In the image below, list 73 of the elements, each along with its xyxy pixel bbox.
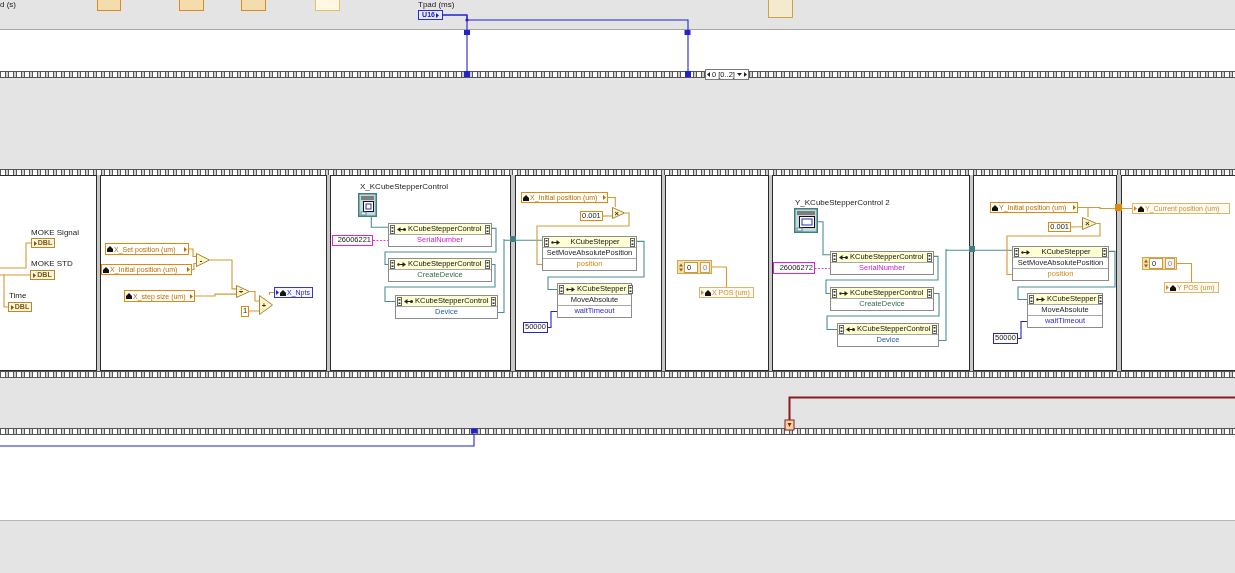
wire — [209, 259, 237, 290]
wire — [249, 290, 260, 302]
property-node — [395, 295, 498, 319]
terminal-label: Time — [9, 291, 27, 300]
wire — [0, 242, 32, 269]
terminal-label: Tpad (ms) — [418, 0, 455, 9]
local-variable — [521, 192, 608, 203]
array-constant — [1142, 257, 1178, 270]
property-node — [837, 323, 939, 347]
local-variable — [124, 290, 195, 302]
local-variable — [1132, 203, 1230, 214]
wire — [602, 215, 613, 217]
terminal-label: MOKE Signal — [31, 228, 80, 237]
wire — [826, 292, 940, 331]
terminal-block — [97, 0, 121, 11]
local-variable — [274, 287, 313, 298]
wire — [496, 238, 544, 314]
wire — [814, 267, 832, 270]
property-node — [388, 223, 492, 247]
local-variable — [105, 243, 189, 255]
terminal-label: MOKE STD — [31, 259, 73, 268]
wire — [547, 310, 559, 329]
wire — [547, 240, 645, 291]
wire — [1174, 262, 1193, 283]
wire — [0, 273, 31, 276]
wire — [1017, 320, 1029, 340]
terminal-block — [241, 0, 266, 11]
wire — [442, 14, 691, 77]
sequence-frame — [665, 175, 769, 371]
control-label: X_KCubeStepperControl — [360, 182, 449, 191]
sequence-frame — [0, 175, 97, 371]
wire — [825, 255, 939, 295]
property-node — [830, 251, 934, 275]
wire — [384, 227, 497, 266]
wire — [3, 273, 9, 308]
sequence-frame — [772, 175, 970, 371]
wire — [536, 212, 630, 266]
wire — [1070, 226, 1083, 228]
sequence-frame — [1121, 175, 1235, 371]
sequence-frame — [330, 175, 511, 371]
local-variable — [101, 264, 192, 275]
invoke-node — [388, 258, 492, 282]
wire — [1017, 250, 1116, 301]
wire — [607, 196, 616, 208]
wire — [937, 248, 1014, 342]
sequence-frame — [973, 175, 1117, 371]
terminal-block — [768, 0, 793, 18]
wire — [188, 248, 197, 258]
terminal-block — [315, 0, 340, 11]
wire — [384, 263, 496, 303]
sequence-frame — [515, 175, 662, 371]
invoke-node — [542, 236, 637, 271]
terminal-block — [179, 0, 204, 11]
wire — [1006, 222, 1101, 276]
sequence-frame — [100, 175, 327, 371]
wire — [372, 239, 390, 242]
wire — [194, 293, 237, 297]
control-label: Y_KCubeStepperControl 2 — [795, 198, 890, 207]
terminal-label: d (s) — [0, 0, 16, 9]
array-constant — [677, 260, 713, 274]
invoke-node — [557, 283, 632, 318]
invoke-node — [830, 287, 934, 311]
wire — [191, 262, 197, 271]
local-variable — [699, 287, 754, 298]
wire — [248, 310, 260, 313]
invoke-node — [1012, 246, 1109, 281]
invoke-node — [1027, 293, 1103, 328]
wire — [370, 216, 390, 228]
wire — [268, 291, 275, 296]
local-variable — [1164, 282, 1219, 293]
wire — [709, 266, 728, 288]
wire — [817, 221, 832, 256]
local-variable — [990, 202, 1078, 213]
